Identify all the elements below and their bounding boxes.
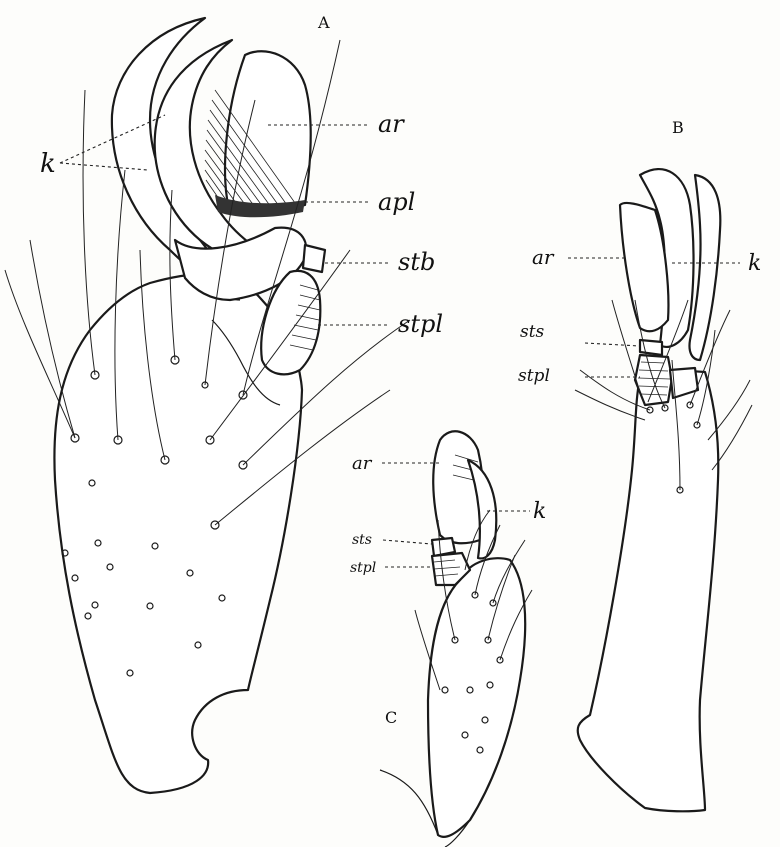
figure-b-label-sts: sts xyxy=(520,322,545,342)
figure-c-body xyxy=(428,558,525,837)
figure-a-label-apl: apl xyxy=(378,188,415,216)
figure-a-label-stb: stb xyxy=(398,248,435,276)
figure-c-label-ar: ar xyxy=(352,453,373,474)
figure-b-panel-label: B xyxy=(672,118,684,137)
figure-b-body xyxy=(578,371,719,811)
figure-b: B ar k sts stpl xyxy=(518,118,761,811)
figure-a-label-k: k xyxy=(40,149,56,179)
figure-a-stb xyxy=(303,245,325,272)
figure-c-label-sts: sts xyxy=(352,532,372,548)
figure-b-label-ar: ar xyxy=(532,245,555,269)
figure-a: A k ar apl stb stpl xyxy=(5,13,443,793)
figure-c-label-stpl: stpl xyxy=(350,560,376,576)
figure-c: C ar k sts stpl xyxy=(350,431,546,847)
figure-a-label-ar: ar xyxy=(378,110,405,138)
figure-b-label-k: k xyxy=(748,251,761,276)
figure-c-panel-label: C xyxy=(385,708,397,727)
figure-a-ar xyxy=(225,51,311,213)
figure-a-panel-label: A xyxy=(317,13,330,32)
figure-c-label-k: k xyxy=(533,499,546,524)
figure-b-label-stpl: stpl xyxy=(518,366,550,386)
figure-a-label-stpl: stpl xyxy=(398,310,443,338)
